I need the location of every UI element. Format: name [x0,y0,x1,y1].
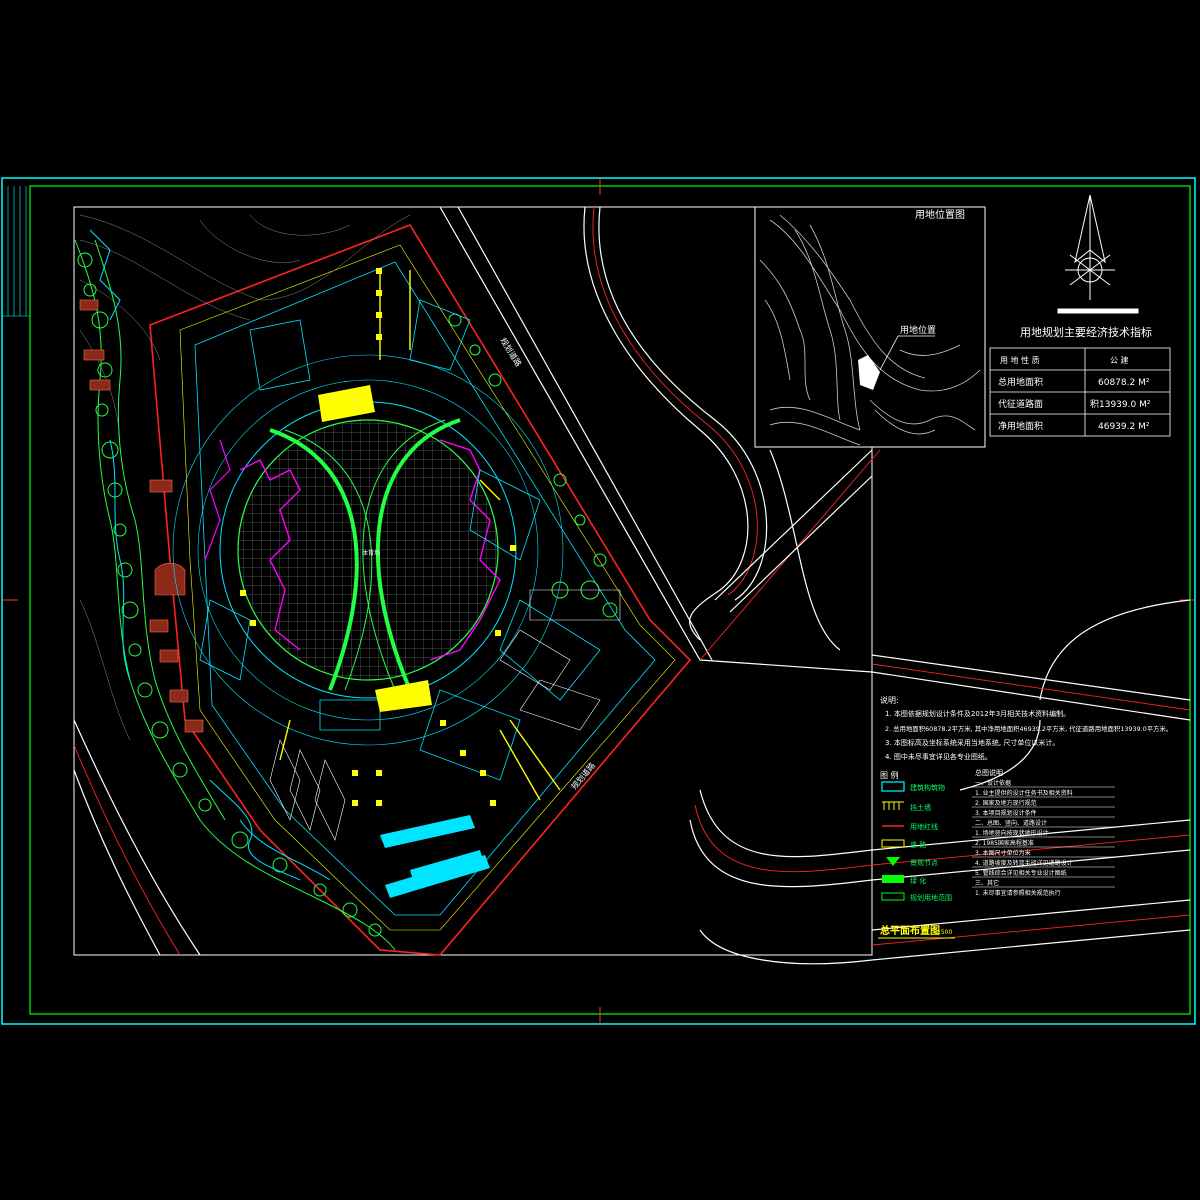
notes-block: 说明: 1. 本图依据规划设计条件及2012年3月相关技术资料编制。 2. 总用… [880,695,1172,761]
legend-swatch-range [881,892,905,901]
title-strip [2,186,30,317]
legend-swatch-road [881,839,905,848]
legend: 图 例 建筑构筑物 挡土墙 用地红线 道 路 景观节点 绿 化 规划用地范围 [880,770,952,902]
outer-frame [1,177,1196,1025]
yellow-plazas [318,385,432,712]
stadium [172,354,564,746]
site-location-shape [858,355,880,390]
site-inner-line [179,244,676,931]
note-item: 4. 图中未尽事宜详见各专业图纸。 [885,752,992,761]
legend-heading: 图 例 [880,770,899,780]
legend-label: 用地红线 [910,822,938,831]
note-item: 2. 总用地面积60878.2平方米, 其中净用地面积46939.2平方米, 代… [885,724,1172,733]
legend-swatch-building [881,781,905,792]
table-header-type: 公 建 [1110,355,1129,365]
economic-table: 用地规划主要经济技术指标 用 地 性 质 公 建 总用地面积 60878.2 M… [989,325,1171,437]
design-note-item: 2. 1985国家高程基准 [975,839,1034,847]
table-header-nature: 用 地 性 质 [1000,355,1040,365]
legend-label: 建筑构筑物 [910,783,945,792]
cyan-stripes [380,815,490,898]
road-ne [714,449,873,613]
table-row-value: 60878.2 M² [1098,378,1150,388]
stadium-label: 体育场 [362,549,380,557]
design-notes-heading: 总图说明 [975,768,1003,777]
north-arrow-icon [1057,194,1139,314]
table-row-label: 总用地面积 [998,376,1043,388]
cyan-structures [199,299,601,781]
cyan-paths-west [89,229,331,881]
table-row-value: 46939.2 M² [1098,422,1150,432]
design-note-item: 一、设计依据 [975,779,1011,787]
design-note-item: 二、总图、竖向、道路设计 [975,819,1047,827]
note-item: 3. 本图标高及坐标系统采用当地系统, 尺寸单位以米计。 [885,738,1059,747]
design-note-item: 2. 国家及地方现行规范 [975,799,1037,807]
design-note-item: 5. 管线综合详见相关专业设计图纸 [975,869,1067,877]
legend-label: 景观节点 [910,859,938,867]
legend-label: 道 路 [910,840,926,849]
design-note-item: 1. 场地竖向按现状地形设计 [975,829,1049,837]
road-red-centers [73,206,1191,956]
design-note-item: 1. 业主提供的设计任务书及相关资料 [975,789,1073,797]
legend-swatch-wall [882,801,904,810]
table-row-label: 代征道路面 [998,398,1043,410]
legend-swatch-green [882,875,904,883]
drawing-border [73,206,873,956]
table-row-label: 净用地面积 [998,420,1043,432]
economic-table-title: 用地规划主要经济技术指标 [1020,325,1152,339]
drawing-title: 总平面布置图 [880,924,940,937]
location-pointer-label: 用地位置 [900,324,936,336]
legend-label: 绿 化 [910,876,926,885]
road-label-east: 规划道路 [498,336,523,368]
notes-heading: 说明: [880,695,899,705]
site-red-line [149,224,692,956]
design-note-item: 3. 本图尺寸单位为米 [975,849,1031,857]
location-map: 用地位置图 用地位置 [754,206,986,448]
design-note-item: 4. 道路坡度及转弯半径详见道路设计 [975,859,1073,867]
road-curves [73,206,1191,965]
center-marks [2,178,1195,1024]
design-note-item: 3. 本项目规划设计条件 [975,809,1037,817]
drawing-scale: 1:500 [935,929,952,936]
site-cyan-line [194,261,656,916]
legend-label: 挡土墙 [910,803,931,812]
design-note-item: 1. 未尽事宜请参照相关规范执行 [975,889,1061,897]
location-map-title: 用地位置图 [915,208,965,221]
legend-swatch-node [886,857,900,866]
note-item: 1. 本图依据规划设计条件及2012年3月相关技术资料编制。 [885,709,1070,718]
tree-markers [240,268,516,806]
table-row-value: 积13939.0 M² [1090,398,1151,410]
design-note-item: 三、其它 [975,879,999,887]
legend-label: 规划用地范围 [910,893,952,902]
white-structures [269,589,621,841]
brown-buildings [79,299,204,733]
design-notes: 总图说明 一、设计依据 1. 业主提供的设计任务书及相关资料 2. 国家及地方现… [972,768,1115,897]
